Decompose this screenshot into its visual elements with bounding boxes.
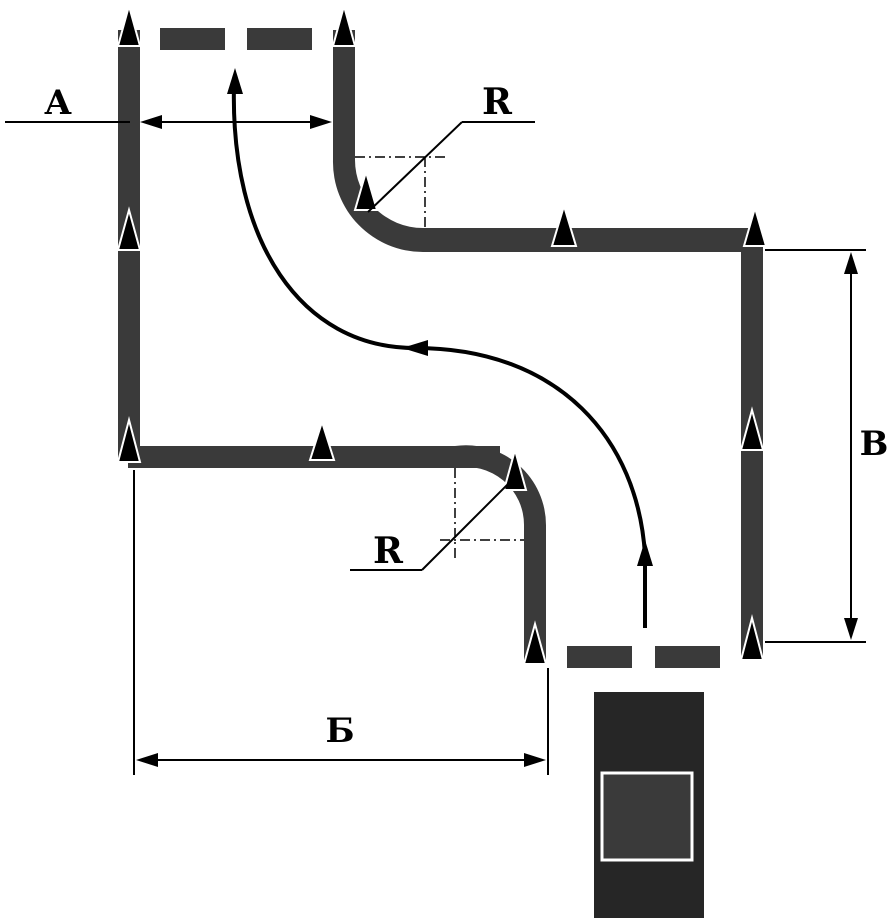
top-dash-1 (160, 28, 225, 50)
dimension-v-label: В (860, 424, 889, 464)
arrowhead-icon (524, 753, 546, 767)
radius-bottom-annotation (350, 468, 524, 571)
triangle-cone-icon (308, 418, 336, 461)
vehicle-window (600, 771, 694, 862)
arrowhead-icon (140, 115, 162, 129)
cones (116, 2, 768, 665)
arrowhead-icon (227, 68, 243, 94)
triangle-cone-icon (331, 2, 357, 47)
radius-top-annotation (355, 121, 535, 228)
top-dash-2 (247, 28, 312, 50)
dimension-b-label: Б (325, 711, 354, 751)
triangle-cone-icon (502, 446, 528, 491)
arrowhead-icon (310, 115, 332, 129)
triangle-cone-icon (739, 406, 765, 451)
bottom-inner-corner-curve (455, 445, 547, 660)
arrowhead-icon (637, 540, 653, 566)
triangle-cone-icon (550, 202, 578, 247)
arrowhead-icon (402, 340, 428, 356)
arrowhead-icon (844, 252, 858, 274)
triangle-cone-icon (522, 620, 548, 665)
radius-bottom-label: R (373, 530, 404, 572)
triangle-cone-icon (116, 2, 142, 47)
triangle-cone-icon (739, 614, 765, 661)
triangle-cone-icon (116, 206, 142, 251)
dimension-v (765, 249, 866, 643)
dimension-a (5, 115, 332, 129)
dimension-a-label: A (44, 83, 72, 123)
s-curve-trajectory (231, 84, 647, 628)
lane-boundaries (118, 28, 763, 668)
vehicle-top-view-icon (594, 692, 704, 918)
dimension-b (133, 470, 549, 775)
radius-top-label: R (482, 81, 513, 123)
arrowhead-icon (844, 618, 858, 640)
bottom-dash-1 (567, 646, 632, 668)
triangle-cone-icon (742, 204, 768, 247)
radius-top-leader-line (367, 121, 463, 213)
arrowhead-icon (136, 753, 158, 767)
triangle-cone-icon (353, 168, 379, 211)
radius-bottom-leader-line (421, 479, 513, 571)
top-inner-corner-curve (332, 30, 760, 252)
driving-path (227, 68, 653, 628)
triangle-cone-icon (116, 416, 142, 463)
bottom-dash-2 (655, 646, 720, 668)
